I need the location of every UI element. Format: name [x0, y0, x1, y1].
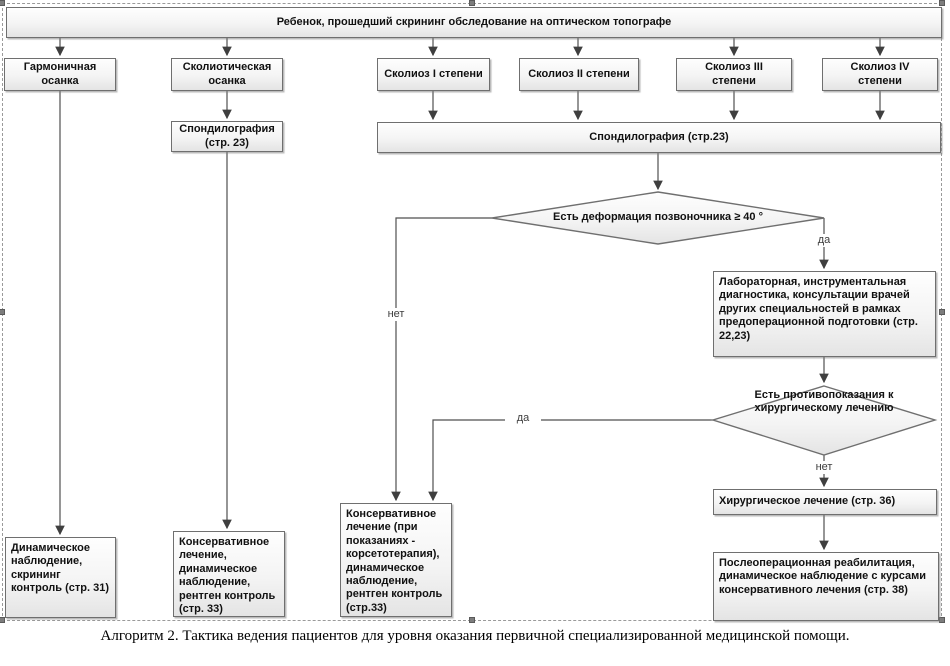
- resize-handle-top-center[interactable]: [469, 0, 475, 6]
- resize-handle-bottom-center[interactable]: [469, 617, 475, 623]
- node-spondylography-wide: Спондилография (стр.23): [377, 122, 941, 153]
- node-surgical-treatment: Хирургическое лечение (стр. 36): [713, 489, 937, 515]
- node-spondylography-small: Спондилография (стр. 23): [171, 121, 283, 152]
- node-scoliosis-degree-4: Сколиоз IV степени: [822, 58, 938, 91]
- resize-handle-top-right[interactable]: [939, 0, 945, 6]
- resize-handle-bottom-right[interactable]: [939, 617, 945, 623]
- resize-handle-bottom-left[interactable]: [0, 617, 5, 623]
- edge-label-deformity-no: нет: [378, 308, 414, 321]
- decision-deformity-diamond: [491, 191, 825, 245]
- node-dynamic-observation: Динамическое наблюдение, скрининг контро…: [5, 537, 116, 618]
- figure-caption: Алгоритм 2. Тактика ведения пациентов дл…: [100, 628, 850, 644]
- node-harmonic-posture: Гармоничная осанка: [4, 58, 116, 91]
- edge-label-contraindication-no: нет: [806, 461, 842, 474]
- resize-handle-top-left[interactable]: [0, 0, 5, 6]
- node-postop-rehab: Послеоперационная реабилитация, динамиче…: [713, 552, 939, 621]
- node-screening-root: Ребенок, прошедший скрининг обследование…: [6, 7, 942, 38]
- resize-handle-middle-left[interactable]: [0, 309, 5, 315]
- edge-label-contraindication-yes: да: [505, 412, 541, 425]
- edge-label-deformity-yes: да: [806, 234, 842, 247]
- node-scoliosis-degree-3: Сколиоз III степени: [676, 58, 792, 91]
- node-scoliosis-degree-2: Сколиоз II степени: [519, 58, 639, 91]
- resize-handle-middle-right[interactable]: [939, 309, 945, 315]
- node-scoliosis-degree-1: Сколиоз I степени: [377, 58, 490, 91]
- decision-contraindications-diamond: [710, 385, 938, 456]
- node-conservative-treatment: Консервативное лечение, динамическое наб…: [173, 531, 285, 617]
- node-lab-diagnostics: Лабораторная, инструментальная диагности…: [713, 271, 936, 357]
- node-scoliotic-posture: Сколиотическая осанка: [171, 58, 283, 91]
- node-conservative-corset: Консервативное лечение (при показаниях -…: [340, 503, 452, 617]
